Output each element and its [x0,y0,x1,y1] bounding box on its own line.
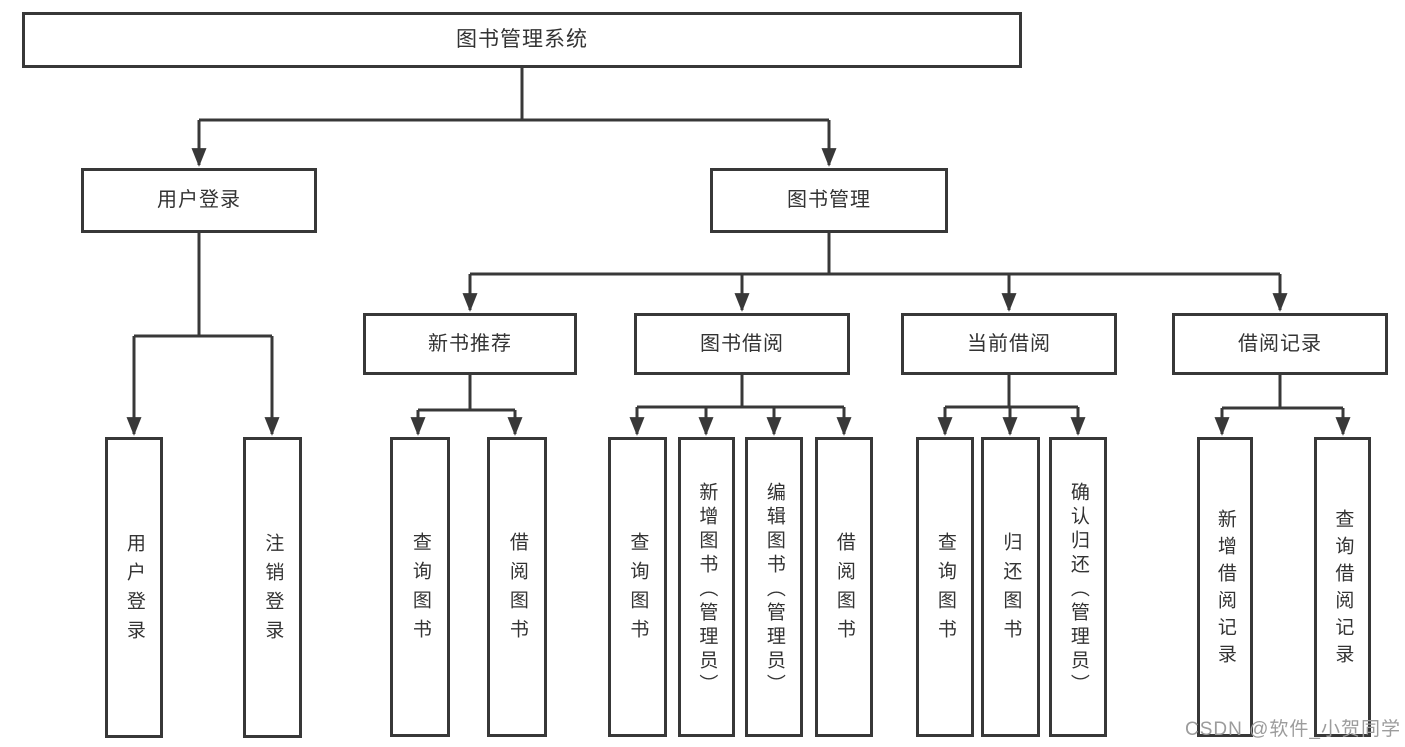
node-new-book-recommend: 新书推荐 [363,313,577,375]
node-leaf-edit-books-admin: 编辑图书（管理员） [745,437,803,737]
node-leaf-borrow-books-rec: 借阅图书 [487,437,547,737]
node-leaf-logout: 注销登录 [243,437,302,738]
node-leaf-query-books-bb: 查询图书 [608,437,667,737]
node-user-login: 用户登录 [81,168,317,233]
node-book-borrow: 图书借阅 [634,313,850,375]
csdn-watermark: CSDN @软件_小贺同学 [1185,719,1401,740]
node-leaf-query-borrow-record: 查询借阅记录 [1314,437,1371,737]
node-library-management-system: 图书管理系统 [22,12,1022,68]
node-leaf-add-books-admin: 新增图书（管理员） [678,437,735,737]
node-leaf-query-books-rec: 查询图书 [390,437,450,737]
node-current-borrow: 当前借阅 [901,313,1117,375]
tree-edges [126,68,1351,436]
node-leaf-confirm-return-admin: 确认归还（管理员） [1049,437,1107,737]
node-leaf-query-books-cb: 查询图书 [916,437,974,737]
node-leaf-user-login: 用户登录 [105,437,163,738]
node-borrow-record: 借阅记录 [1172,313,1388,375]
node-leaf-add-borrow-record: 新增借阅记录 [1197,437,1253,737]
node-leaf-borrow-books-bb: 借阅图书 [815,437,873,737]
node-book-management: 图书管理 [710,168,948,233]
node-leaf-return-books: 归还图书 [981,437,1040,737]
